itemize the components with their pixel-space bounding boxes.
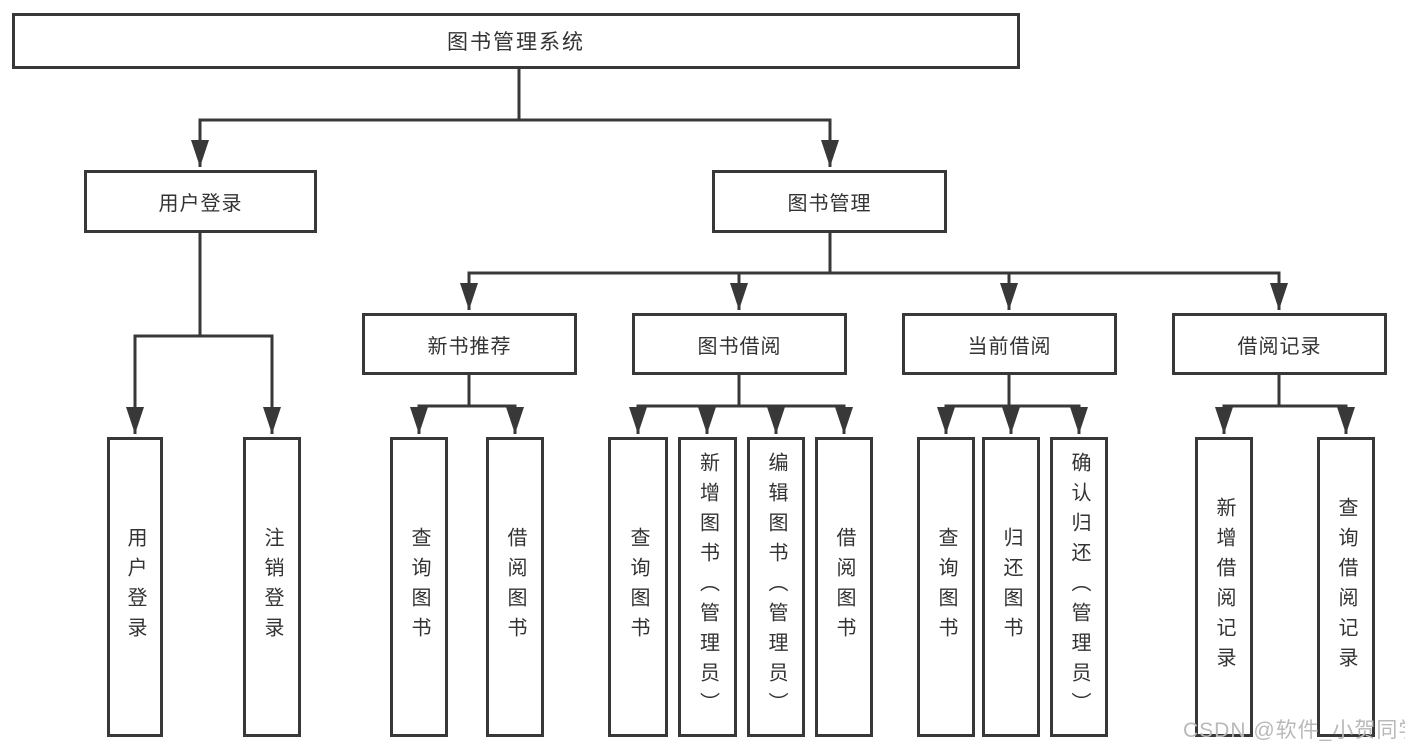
leaf-add-books-admin: 新增图书（管理员）: [678, 437, 737, 737]
leaf-edit-books-admin: 编辑图书（管理员）: [747, 437, 805, 737]
connector-book-management-trunk: [467, 233, 1281, 275]
leaf-return-books: 归还图书: [982, 437, 1040, 737]
connector-root-trunk: [198, 68, 832, 122]
leaf-logout: 注销登录: [243, 437, 301, 737]
leaf-confirm-return-admin: 确认归还（管理员）: [1050, 437, 1108, 737]
leaf-query-books: 查询图书: [390, 437, 448, 737]
watermark: CSDN @软件_小贺同学: [1183, 719, 1405, 742]
connector-borrowing-records-trunk: [1222, 375, 1348, 408]
leaf-add-borrow-record: 新增借阅记录: [1195, 437, 1253, 737]
leaf-borrow-books: 借阅图书: [486, 437, 544, 737]
connector-user-login-trunk: [133, 233, 274, 338]
leaf-query-books: 查询图书: [608, 437, 668, 737]
leaf-user-login: 用户登录: [107, 437, 163, 737]
connector-book-borrowing-trunk: [636, 375, 846, 408]
connector-new-book-recommendation-trunk: [417, 375, 517, 408]
node-root: 图书管理系统: [12, 13, 1020, 69]
node-borrowing-records: 借阅记录: [1172, 313, 1387, 375]
node-new-book-recommendation: 新书推荐: [362, 313, 577, 375]
node-user-login: 用户登录: [84, 170, 317, 233]
connector-current-borrowing-trunk: [944, 375, 1081, 408]
leaf-query-borrow-record: 查询借阅记录: [1317, 437, 1375, 737]
node-current-borrowing: 当前借阅: [902, 313, 1117, 375]
leaf-borrow-books: 借阅图书: [815, 437, 873, 737]
node-book-management: 图书管理: [712, 170, 947, 233]
leaf-query-books: 查询图书: [917, 437, 975, 737]
node-book-borrowing: 图书借阅: [632, 313, 847, 375]
